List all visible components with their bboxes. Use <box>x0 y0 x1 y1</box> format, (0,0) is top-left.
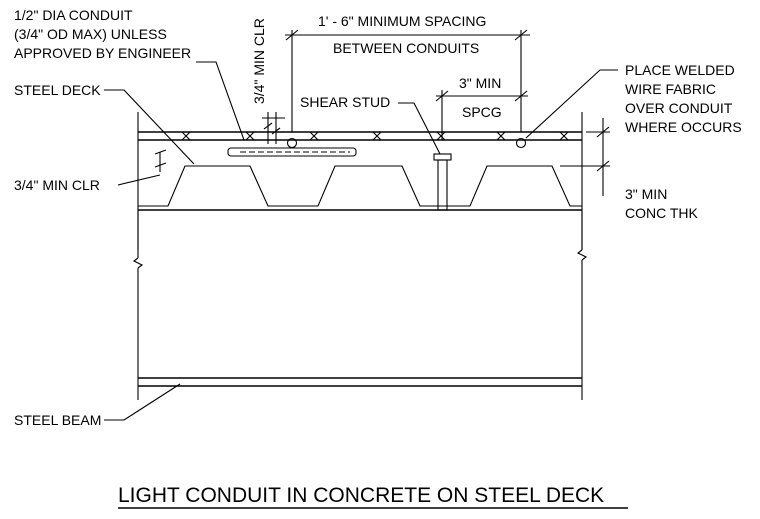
dim-conduit-spacing <box>285 29 530 132</box>
wire-fabric-line-3: OVER CONDUIT <box>625 100 733 116</box>
conduits <box>227 137 527 157</box>
wire-fabric-line-1: PLACE WELDED <box>625 62 735 78</box>
wire-fabric-line-2: WIRE FABRIC <box>625 81 716 97</box>
steel-beam <box>132 210 588 400</box>
steel-deck <box>138 165 582 211</box>
dim-min-clr-top <box>262 112 285 144</box>
wire-fabric-marks <box>181 131 569 141</box>
shear-stud-label: SHEAR STUD <box>300 94 390 110</box>
spcg-label-line-1: 3" MIN <box>459 75 501 91</box>
steel-beam-label: STEEL BEAM <box>14 412 101 428</box>
conduit-note-line-1: 1/2" DIA CONDUIT <box>14 7 133 23</box>
dim-min-clr-left <box>154 149 167 172</box>
shear-stud <box>433 153 452 211</box>
conc-thk-line-1: 3" MIN <box>625 186 667 202</box>
conduit-note-line-2: (3/4" OD MAX) UNLESS <box>14 26 167 42</box>
min-clr-left-label: 3/4" MIN CLR <box>14 177 100 193</box>
spcg-label-line-2: SPCG <box>462 104 502 120</box>
drawing-title: LIGHT CONDUIT IN CONCRETE ON STEEL DECK <box>118 484 604 507</box>
concrete-slab <box>137 112 583 250</box>
leaders <box>104 61 618 421</box>
dim-conc-thk <box>560 118 610 196</box>
spacing-label-line-1: 1' - 6" MINIMUM SPACING <box>318 13 486 29</box>
conc-thk-line-2: CONC THK <box>625 205 699 221</box>
steel-deck-label: STEEL DECK <box>14 82 101 98</box>
dim-3in-spcg <box>435 90 528 140</box>
conduit-note-line-3: APPROVED BY ENGINEER <box>14 45 191 61</box>
spacing-label-line-2: BETWEEN CONDUITS <box>333 40 479 56</box>
min-clr-vertical-label: 3/4" MIN CLR <box>251 18 267 104</box>
wire-fabric-line-4: WHERE OCCURS <box>625 119 742 135</box>
